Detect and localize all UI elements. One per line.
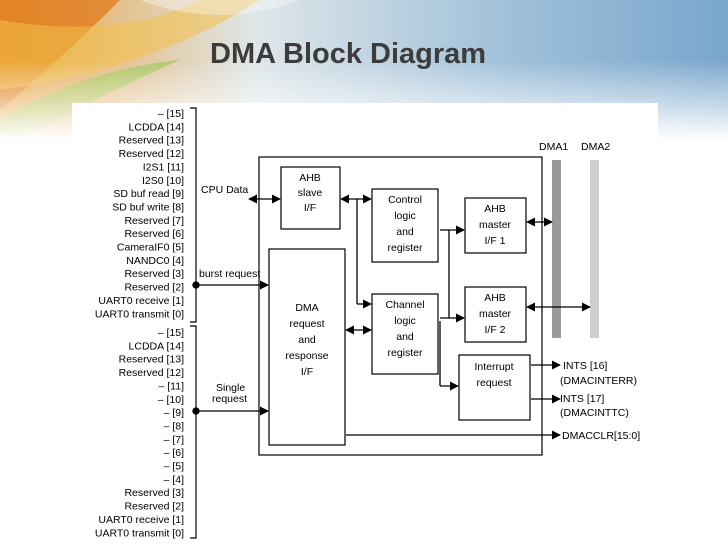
ahb-slave-text: slave	[298, 187, 323, 199]
control-logic-block	[371, 188, 439, 263]
group1-input-label: I2S0 [10]	[142, 175, 184, 187]
burst-request-label: burst request	[199, 268, 260, 280]
group2-input-label: – [5]	[164, 461, 185, 473]
ints17-label: INTS [17]	[560, 393, 604, 405]
group1-input-label: – [15]	[158, 108, 184, 120]
channel-logic-text: and	[396, 331, 414, 343]
single-request-label-2: request	[212, 393, 247, 405]
dmacinterr-label: (DMACINTERR)	[560, 375, 637, 387]
ahb-slave-block	[280, 166, 341, 230]
group2-input-label: – [15]	[158, 327, 184, 339]
dma-request-text: I/F	[301, 366, 313, 378]
group1-input-label: UART0 transmit [0]	[95, 308, 184, 320]
group1-input-label: CameraIF0 [5]	[117, 242, 184, 254]
group1-input-label: Reserved [13]	[119, 135, 184, 147]
ahb-master2-text: I/F 2	[484, 324, 505, 336]
group2-input-label: Reserved [3]	[124, 487, 184, 499]
group1-input-label: I2S1 [11]	[143, 161, 184, 173]
ahb-master2-text: master	[479, 308, 512, 320]
dma-request-text: DMA	[295, 302, 318, 314]
ahb-master1-text: AHB	[484, 203, 506, 215]
channel-logic-text: Channel	[385, 299, 424, 311]
interrupt-request-text: Interrupt	[474, 361, 513, 373]
ahb-slave-text: AHB	[299, 172, 321, 184]
group2-bracket	[190, 325, 197, 539]
single-request-label-1: Single	[216, 382, 245, 394]
connections	[192, 194, 591, 440]
group1-input-label: Reserved [2]	[124, 282, 184, 294]
group2-input-label: Reserved [12]	[119, 367, 184, 379]
group2-input-label: – [6]	[164, 447, 185, 459]
group2-input-label: – [10]	[158, 394, 184, 406]
dmacclr-label: DMACCLR[15:0]	[562, 430, 640, 442]
interrupt-request-block	[458, 354, 531, 421]
dma-request-block	[268, 248, 346, 446]
group2-input-label: LCDDA [14]	[129, 340, 185, 352]
group2-input-label: – [11]	[159, 380, 185, 392]
cpu-data-label: CPU Data	[201, 184, 248, 196]
dma-request-text: response	[285, 350, 328, 362]
group1-input-labels: – [15]LCDDA [14] Reserved [13]Reserved [1…	[95, 108, 184, 320]
group1-input-label: NANDC0 [4]	[126, 255, 184, 267]
ahb-master1-text: master	[479, 219, 512, 231]
dma1-bus-bar	[552, 160, 561, 338]
channel-logic-text: register	[387, 347, 423, 359]
group2-input-label: Reserved [13]	[119, 354, 184, 366]
group1-bracket	[190, 107, 197, 323]
ahb-slave-text: I/F	[304, 202, 316, 214]
group1-input-label: Reserved [7]	[124, 215, 184, 227]
ahb-master1-text: I/F 1	[484, 235, 505, 247]
group2-input-label: – [4]	[164, 474, 185, 486]
group2-input-label: – [7]	[164, 434, 185, 446]
dma2-label: DMA2	[581, 141, 610, 153]
dmacinttc-label: (DMACINTTC)	[560, 407, 629, 419]
ints16-label: INTS [16]	[563, 360, 607, 372]
dma2-bus-bar	[590, 160, 599, 338]
ahb-master2-text: AHB	[484, 292, 506, 304]
slide-title: DMA Block Diagram	[210, 38, 487, 70]
control-logic-text: Control	[388, 194, 422, 206]
control-logic-text: logic	[394, 210, 416, 222]
channel-logic-block	[371, 293, 439, 375]
group1-input-label: Reserved [6]	[124, 228, 184, 240]
interrupt-request-text: request	[476, 377, 511, 389]
group1-input-label: SD buf write [8]	[112, 201, 184, 213]
group2-input-label: – [9]	[164, 407, 185, 419]
control-logic-text: and	[396, 226, 414, 238]
group1-input-label: SD buf read [9]	[113, 188, 184, 200]
group2-input-label: UART0 transmit [0]	[95, 527, 184, 539]
dma-request-text: and	[298, 334, 316, 346]
group2-input-label: Reserved [2]	[124, 501, 184, 513]
group2-input-label: – [8]	[164, 420, 185, 432]
group1-input-label: LCDDA [14]	[129, 121, 185, 133]
dma1-label: DMA1	[539, 141, 568, 153]
channel-logic-text: logic	[394, 315, 416, 327]
group1-input-label: Reserved [3]	[124, 268, 184, 280]
dma-request-text: request	[289, 318, 324, 330]
ahb-master2-block	[464, 286, 527, 343]
group1-input-label: UART0 receive [1]	[98, 295, 184, 307]
group2-input-label: UART0 receive [1]	[98, 514, 184, 526]
ahb-master1-block	[464, 197, 527, 254]
group1-input-label: Reserved [12]	[119, 148, 184, 160]
group2-input-labels: – [15]LCDDA [14] Reserved [13]Reserved [1…	[95, 327, 184, 539]
control-logic-text: register	[387, 242, 423, 254]
